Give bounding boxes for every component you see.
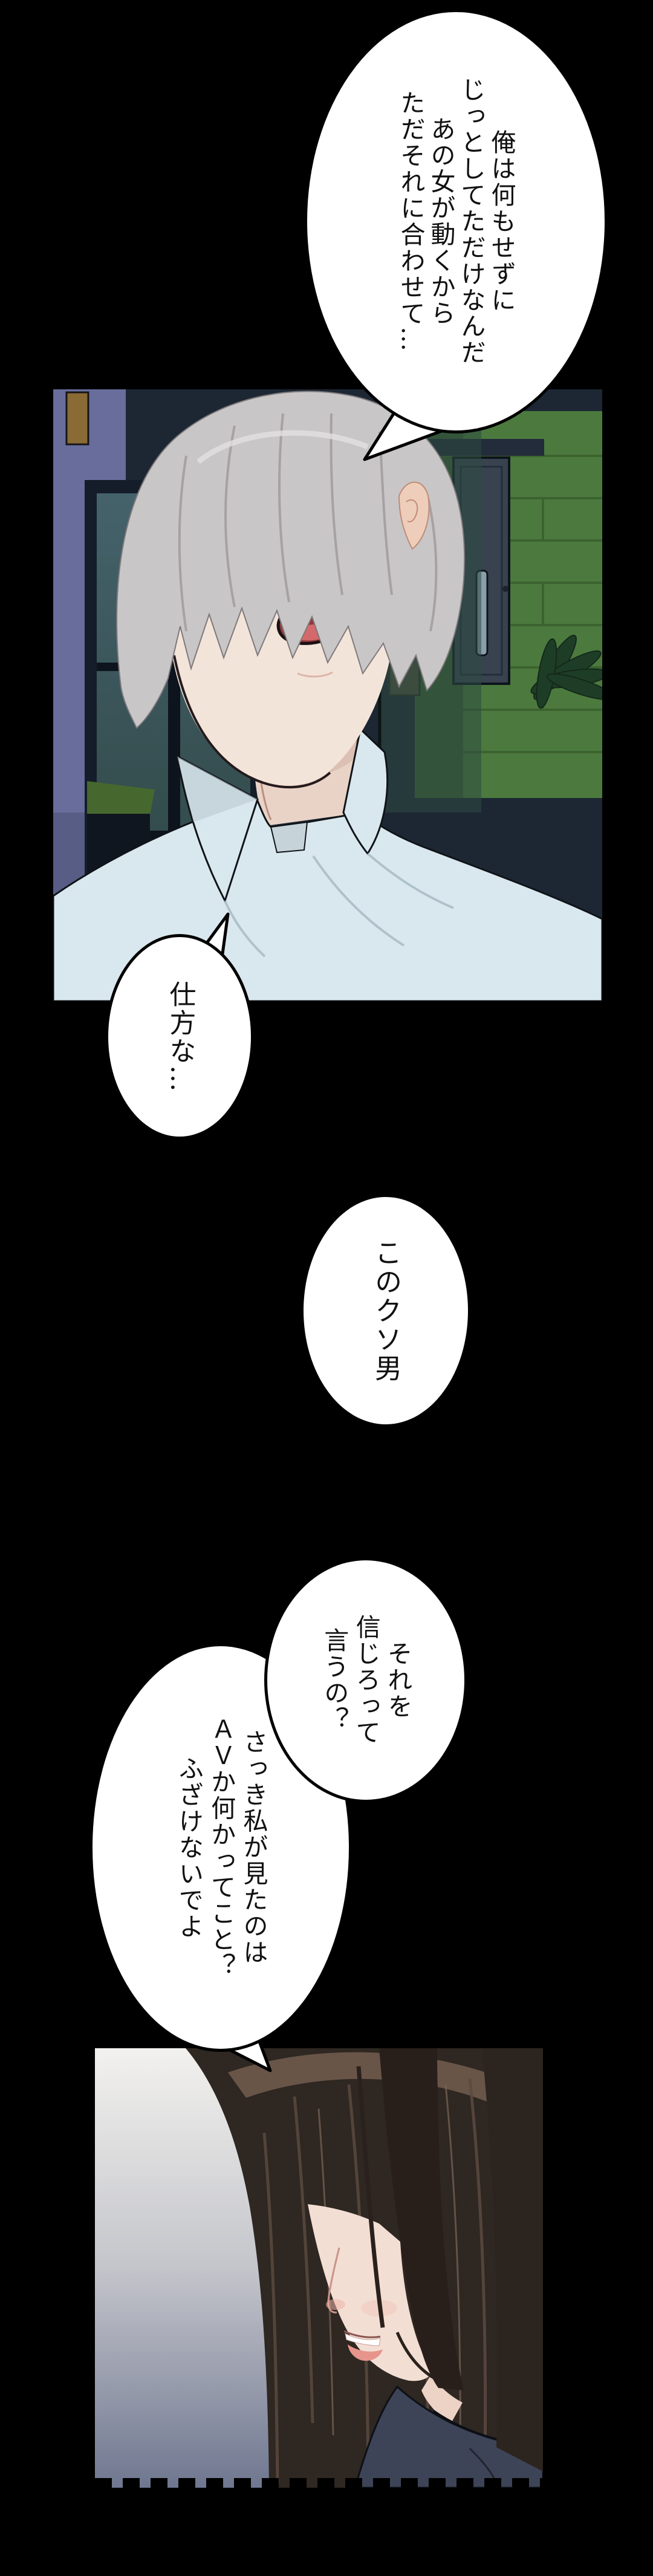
speech-line: さっき私が見たのは: [238, 1729, 268, 1966]
neck: [421, 2375, 463, 2424]
speech-bubble-2: 仕方な…: [105, 934, 254, 1140]
hedge: [87, 781, 155, 821]
lower-lip: [348, 2344, 383, 2361]
speech-line: 仕方な…: [164, 980, 196, 1094]
speech-text-5: さっき私が見たのは ＡＶか何かってこと？ ふざけないでよ: [172, 1716, 269, 1979]
window-frame-top: [65, 391, 89, 446]
speech-bubble-1: 俺は何もせずに じっとしてただけなんだ あの女が動くから ただそれに合わせて…: [304, 9, 608, 433]
door-handle: [502, 586, 508, 592]
speech-line: 俺は何もせずに: [487, 129, 516, 314]
speech-line: あの女が動くから: [426, 116, 455, 326]
speech-line: 言うの？: [319, 1627, 349, 1733]
speech-line: ただそれに合わせて…: [395, 89, 425, 353]
ear: [398, 481, 430, 550]
speech-line: ふざけないでよ: [174, 1755, 204, 1940]
collar-right: [342, 727, 389, 855]
speech-line: 信じろって: [351, 1614, 381, 1746]
teeth: [345, 2333, 381, 2346]
woman-character: [95, 2048, 543, 2488]
speech-text-4: それを 信じろって 言うの？: [318, 1614, 413, 1745]
front-hair-strands: [356, 2048, 543, 2471]
panel-2: [95, 2048, 543, 2488]
speech-line: それを: [383, 1640, 412, 1720]
speech-bubble-4: それを 信じろって 言うの？: [264, 1557, 467, 1803]
nose-profile: [327, 2247, 340, 2314]
mouth: [343, 2330, 383, 2361]
speech-text-2: 仕方な…: [164, 980, 196, 1094]
speech-line: じっとしてただけなんだ: [456, 76, 486, 366]
man-character: [53, 391, 602, 1001]
hair-sheen: [228, 2052, 530, 2116]
speech-text-1: 俺は何もせずに じっとしてただけなんだ あの女が動くから ただそれに合わせて…: [395, 77, 516, 366]
speech-line: ＡＶか何かってこと？: [206, 1716, 236, 1979]
speech-bubble-5: さっき私が見たのは ＡＶか何かってこと？ ふざけないでよ: [89, 1643, 352, 2052]
speech-text-3: このクソ男: [369, 1239, 402, 1383]
speech-bubble-3: このクソ男: [301, 1194, 471, 1427]
panel-1: [53, 389, 602, 1001]
plant: [530, 634, 602, 709]
speech-line: このクソ男: [370, 1238, 402, 1383]
hair: [116, 391, 466, 729]
